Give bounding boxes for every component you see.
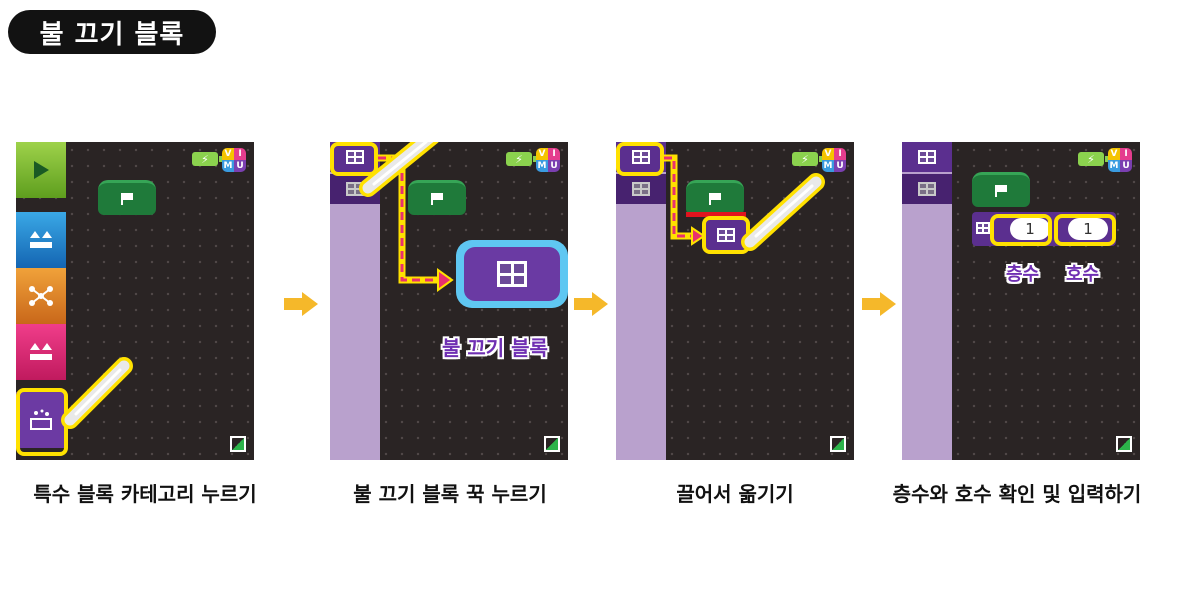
window-icon xyxy=(497,261,527,287)
flag-icon xyxy=(121,193,133,205)
palette-window-block[interactable] xyxy=(902,142,952,172)
start-block[interactable] xyxy=(408,180,466,215)
block-name-label: 불 끄기 블록 xyxy=(442,336,548,360)
step-4-caption: 층수와 호수 확인 및 입력하기 xyxy=(892,482,1142,506)
window-icon xyxy=(918,150,936,164)
flag-icon xyxy=(995,185,1007,197)
enlarged-light-off-block xyxy=(456,240,568,308)
start-block[interactable] xyxy=(98,180,156,215)
window-icon xyxy=(632,150,650,164)
play-icon xyxy=(34,161,49,179)
battery-icon: ⚡ xyxy=(792,152,822,166)
window-icon xyxy=(717,228,735,242)
category-branch[interactable] xyxy=(16,268,66,324)
dragged-window-block[interactable] xyxy=(706,220,746,250)
snap-indicator xyxy=(686,212,746,217)
flag-icon xyxy=(431,193,443,205)
highlight-room xyxy=(1054,214,1116,246)
branch-icon xyxy=(29,286,53,306)
stylus-pen-icon xyxy=(741,173,825,251)
resize-corner-icon[interactable] xyxy=(830,436,846,452)
drag-path xyxy=(378,154,454,292)
step-2-caption: 불 끄기 블록 꾹 누르기 xyxy=(353,482,547,506)
highlight-block xyxy=(616,142,664,176)
step-1-caption: 특수 블록 카테고리 누르기 xyxy=(33,482,257,506)
window-icon xyxy=(346,150,364,164)
window-icon xyxy=(976,222,990,234)
step-arrow-icon xyxy=(574,292,608,316)
start-block[interactable] xyxy=(686,180,744,215)
special-box-icon xyxy=(30,409,52,430)
stylus-pen-icon xyxy=(61,357,133,429)
category-motion-down[interactable] xyxy=(16,324,66,380)
window-icon xyxy=(632,182,650,196)
up-arrows-icon xyxy=(30,231,52,248)
highlight-block xyxy=(330,142,378,176)
category-motion-up[interactable] xyxy=(16,212,66,268)
start-block[interactable] xyxy=(972,172,1030,207)
window-icon xyxy=(918,182,936,196)
resize-corner-icon[interactable] xyxy=(544,436,560,452)
step-arrow-icon xyxy=(284,292,318,316)
window-icon xyxy=(346,182,364,196)
resize-corner-icon[interactable] xyxy=(1116,436,1132,452)
room-label: 호수 xyxy=(1066,264,1100,285)
room-input[interactable]: 1 xyxy=(1068,218,1108,240)
step-3-caption: 끌어서 옮기기 xyxy=(676,482,794,506)
stylus-pen-icon xyxy=(359,142,439,197)
category-play[interactable] xyxy=(16,142,66,198)
floor-input[interactable]: 1 xyxy=(1010,218,1050,240)
step-arrow-icon xyxy=(862,292,896,316)
battery-icon: ⚡ xyxy=(506,152,536,166)
palette-window-block-2[interactable] xyxy=(616,174,666,204)
drag-path xyxy=(664,154,706,246)
category-special[interactable] xyxy=(16,392,66,448)
down-arrows-icon xyxy=(30,343,52,360)
floor-label: 층수 xyxy=(1006,264,1040,285)
flag-icon xyxy=(709,193,721,205)
resize-corner-icon[interactable] xyxy=(230,436,246,452)
battery-icon: ⚡ xyxy=(1078,152,1108,166)
page-title: 불 끄기 블록 xyxy=(8,10,216,54)
highlight-floor xyxy=(990,214,1052,246)
battery-icon: ⚡ xyxy=(192,152,222,166)
palette-window-block-2[interactable] xyxy=(902,174,952,204)
